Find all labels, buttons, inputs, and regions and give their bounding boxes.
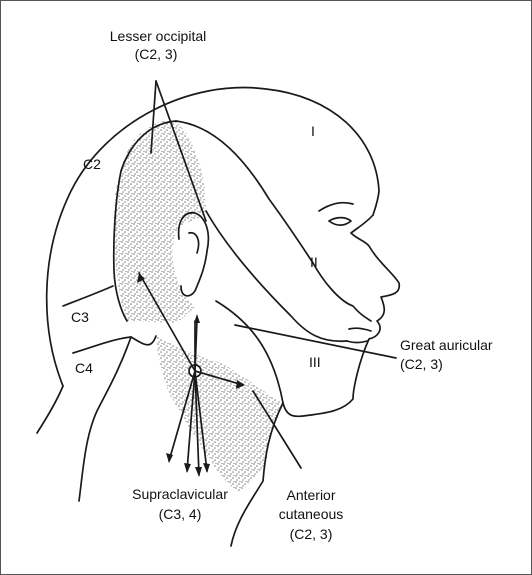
anterior-cutaneous-label-line1: Anterior xyxy=(261,487,361,504)
c3-c4-boundary xyxy=(73,337,131,353)
arrowhead-down-1 xyxy=(166,453,173,463)
eye-line xyxy=(329,218,351,226)
trigeminal-iii-boundary xyxy=(206,211,347,341)
supraclavicular-roots: (C3, 4) xyxy=(135,506,225,523)
trigeminal-ii-boundary xyxy=(313,263,371,321)
chin-crease xyxy=(347,341,367,343)
ear-inner xyxy=(189,233,199,253)
head-outline xyxy=(47,88,379,386)
lesser-occipital-stipple-zone xyxy=(114,120,206,323)
lesser-occipital-label: Lesser occipital xyxy=(95,28,221,45)
arrowhead-down-3 xyxy=(195,467,202,477)
neck-back-line xyxy=(37,386,63,433)
trigeminal-i-label: I xyxy=(311,123,315,140)
lesser-occipital-roots: (C2, 3) xyxy=(111,46,201,63)
c3-label: C3 xyxy=(71,309,89,326)
c2-c3-boundary xyxy=(63,286,113,306)
anterior-cutaneous-roots: (C2, 3) xyxy=(261,526,361,543)
supraclavicular-label: Supraclavicular xyxy=(115,486,245,503)
arrowhead-down-2 xyxy=(184,463,191,473)
trigeminal-iii-label: III xyxy=(309,354,321,371)
trigeminal-ii-label: II xyxy=(310,254,318,271)
great-auricular-label: Great auricular xyxy=(400,337,493,354)
arrowhead-up-1 xyxy=(194,314,200,323)
ear-outline xyxy=(179,213,209,296)
c2-label: C2 xyxy=(83,156,101,173)
arrowhead-down-4 xyxy=(203,463,210,473)
mouth-line xyxy=(349,328,371,331)
anterior-cutaneous-label-line2: cutaneous xyxy=(261,506,361,523)
great-auricular-roots: (C2, 3) xyxy=(400,356,443,373)
brow-line xyxy=(319,203,353,211)
c4-label: C4 xyxy=(75,360,93,377)
c3-neck-boundary xyxy=(131,336,156,345)
